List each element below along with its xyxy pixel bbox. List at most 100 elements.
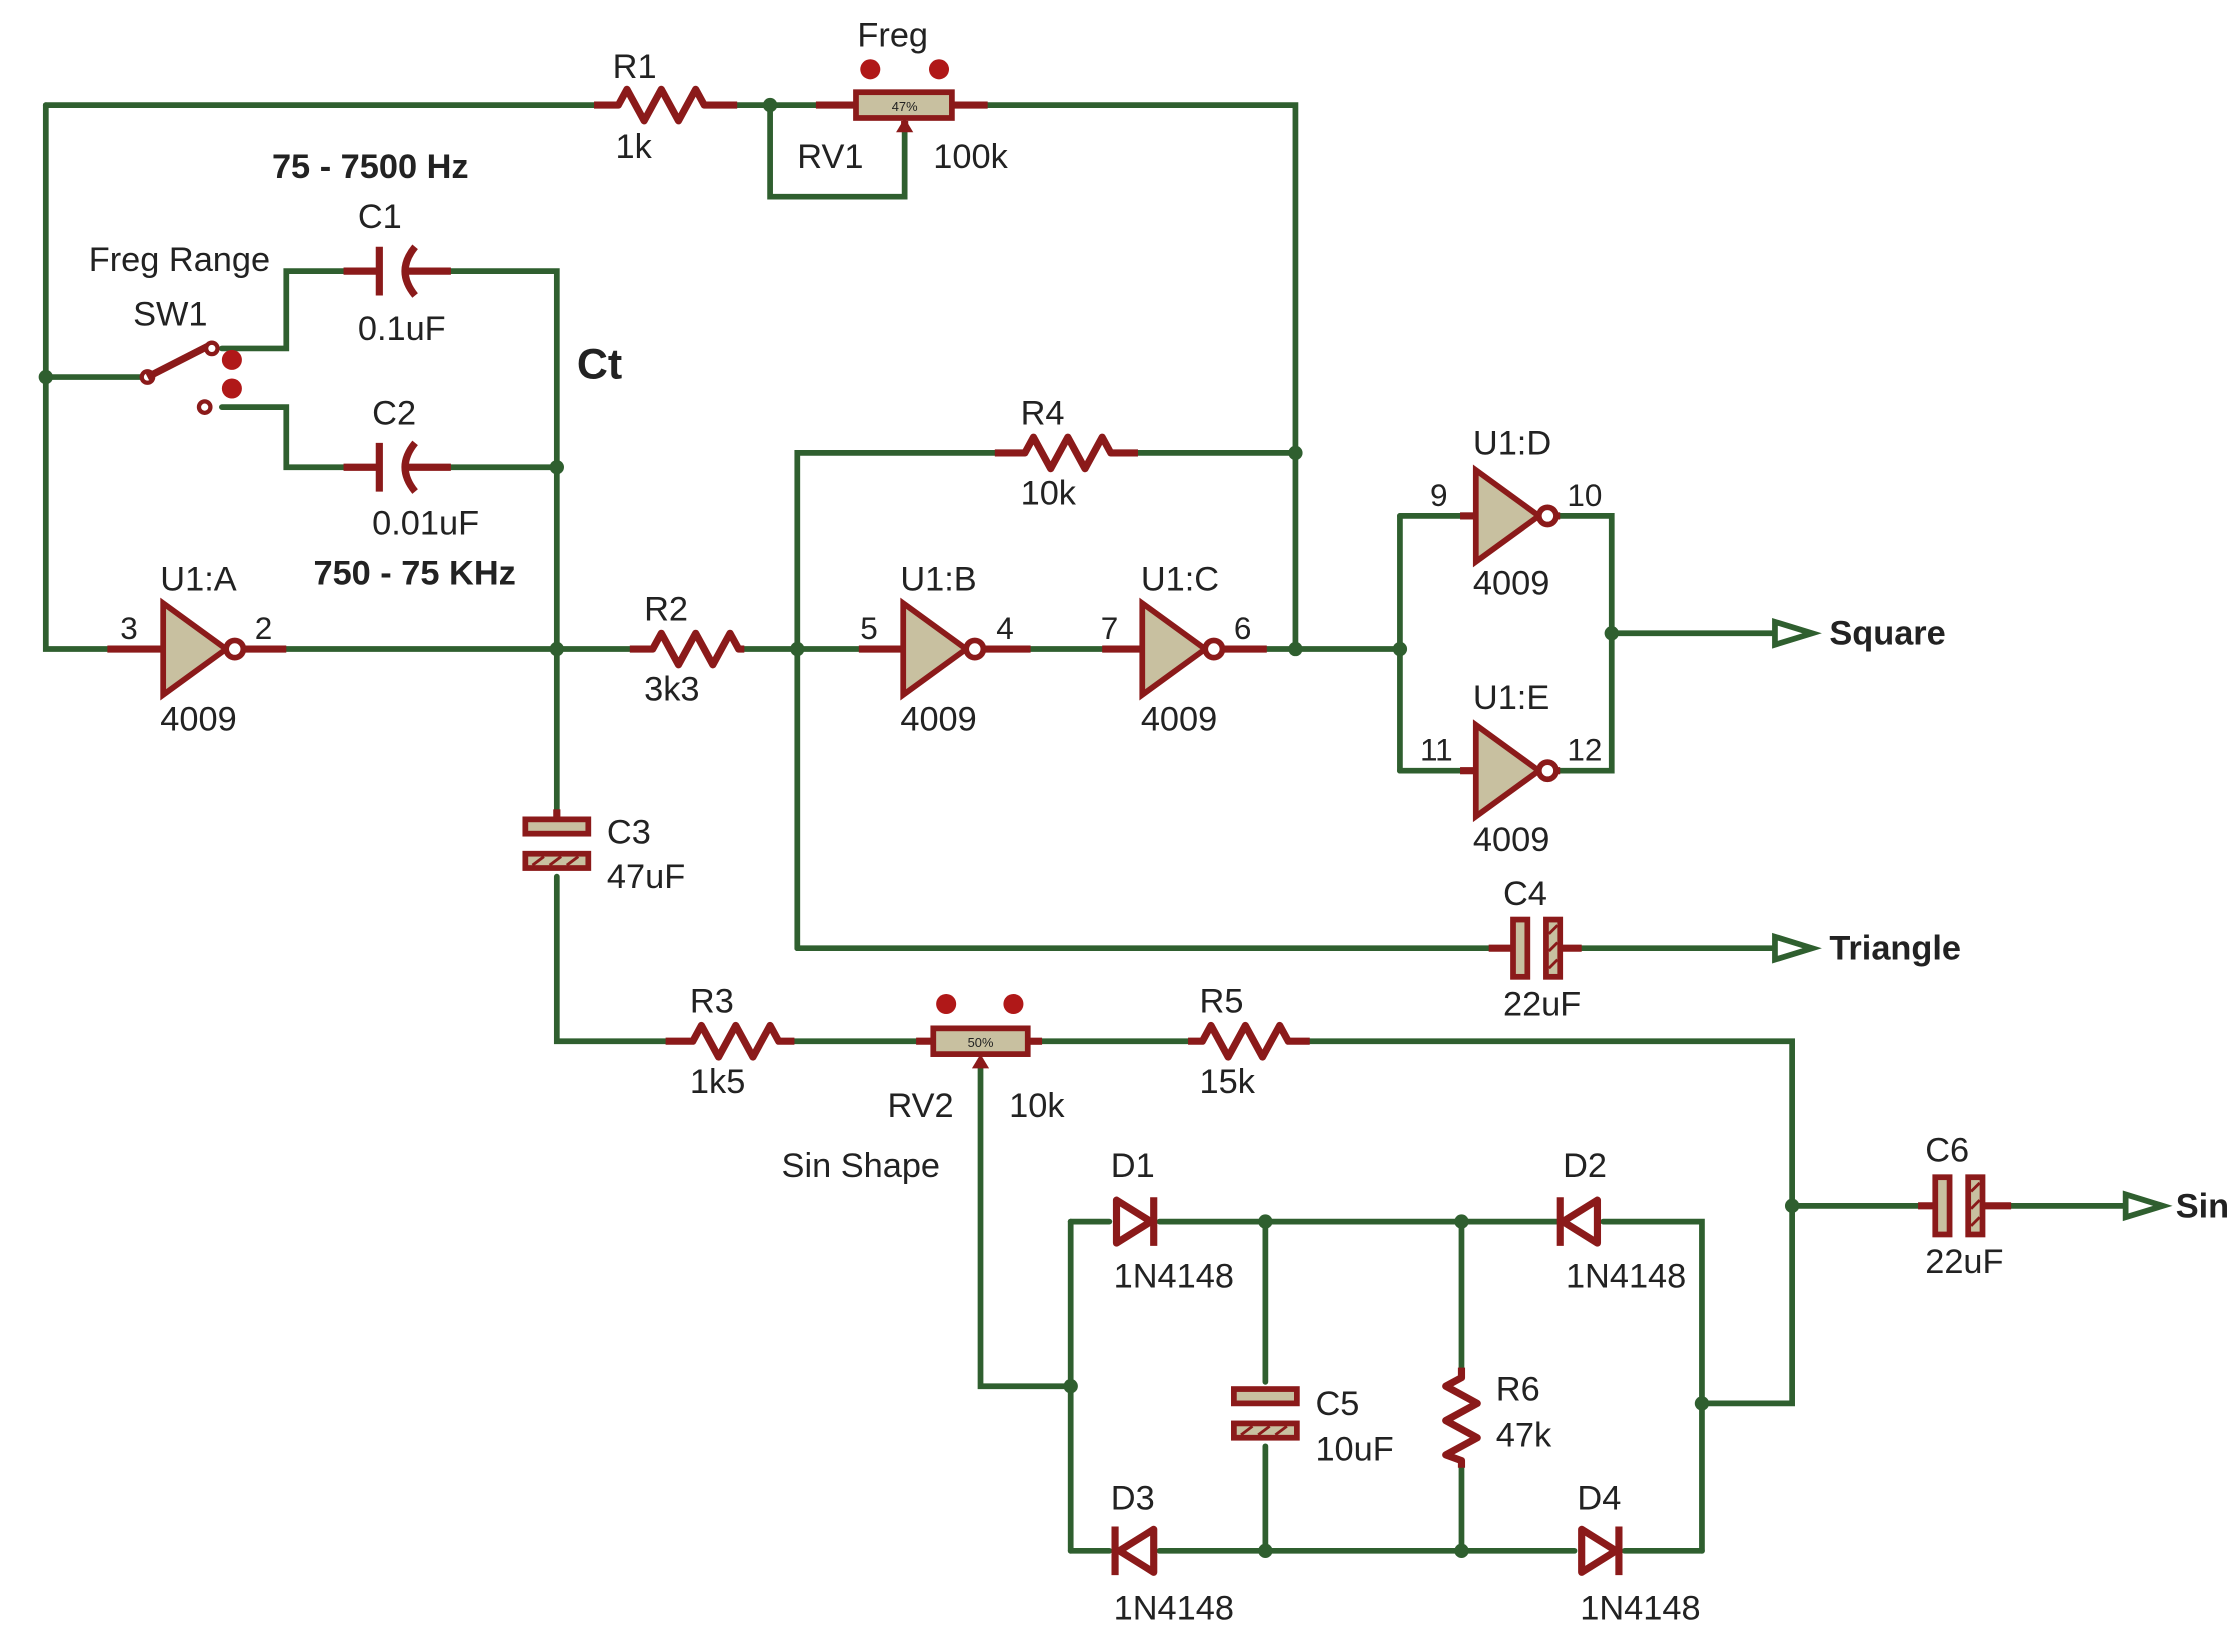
rv2-value: 10k xyxy=(1009,1087,1065,1125)
u1d-pin-out: 10 xyxy=(1567,477,1602,513)
r5-value: 15k xyxy=(1200,1063,1256,1101)
c3-ref: C3 xyxy=(607,814,651,852)
capacitor-c4: C4 22uF xyxy=(1488,875,1582,1023)
inverter-u1c: 7 6 U1:C 4009 xyxy=(1101,560,1267,739)
d3-ref: D3 xyxy=(1111,1479,1155,1517)
output-triangle-label: Triangle xyxy=(1829,930,1961,968)
resistor-r4: R4 10k xyxy=(994,394,1138,512)
c3-value: 47uF xyxy=(607,858,685,896)
rv1-value: 100k xyxy=(933,138,1008,176)
resistor-r6: R6 47k xyxy=(1442,1367,1552,1468)
capacitor-c3: C3 47uF xyxy=(522,809,685,896)
u1e-pin-in: 11 xyxy=(1420,732,1453,768)
sw1-position-up-icon[interactable] xyxy=(221,349,242,370)
u1e-value: 4009 xyxy=(1473,821,1549,859)
u1c-value: 4009 xyxy=(1141,701,1217,739)
d4-ref: D4 xyxy=(1577,1479,1621,1517)
rv2-decrease-icon[interactable] xyxy=(936,993,957,1015)
sw1-name: Freg Range xyxy=(89,241,270,279)
potentiometer-rv1: 47% Freg RV1 100k xyxy=(797,16,1008,176)
inverter-u1e: 11 12 U1:E 4009 xyxy=(1420,679,1602,859)
diode-d4: D4 1N4148 xyxy=(1577,1479,1700,1627)
c2-value: 0.01uF xyxy=(372,505,479,543)
c1-ref: C1 xyxy=(358,198,402,236)
d1-ref: D1 xyxy=(1111,1147,1155,1185)
r6-ref: R6 xyxy=(1496,1371,1540,1409)
sw1-position-down-icon[interactable] xyxy=(221,378,242,399)
range-high-label: 75 - 7500 Hz xyxy=(272,148,469,186)
u1d-value: 4009 xyxy=(1473,565,1549,603)
rv1-decrease-icon[interactable] xyxy=(860,59,881,80)
output-sin: Sin xyxy=(2122,1187,2229,1225)
u1b-value: 4009 xyxy=(900,701,976,739)
r1-ref: R1 xyxy=(613,48,657,86)
c2-ref: C2 xyxy=(372,394,416,432)
resistor-r2: R2 3k3 xyxy=(629,590,745,709)
output-triangle: Triangle xyxy=(1772,930,1961,968)
capacitor-c1: C1 0.1uF xyxy=(343,198,451,348)
resistor-r1: R1 1k xyxy=(594,48,738,166)
d4-value: 1N4148 xyxy=(1580,1590,1700,1628)
junctions xyxy=(38,97,1800,1558)
inverter-u1b: 5 4 U1:B 4009 xyxy=(858,560,1031,739)
rv2-name: Sin Shape xyxy=(782,1147,941,1185)
u1b-ref: U1:B xyxy=(900,560,976,598)
capacitor-c5: C5 10uF xyxy=(1231,1385,1394,1469)
u1a-ref: U1:A xyxy=(160,560,236,598)
capacitor-c2: C2 0.01uF xyxy=(343,394,479,543)
u1c-pin-out: 6 xyxy=(1234,610,1252,646)
u1b-pin-out: 4 xyxy=(996,610,1014,646)
output-sin-label: Sin xyxy=(2176,1187,2229,1225)
r5-ref: R5 xyxy=(1200,983,1244,1021)
rv2-wiper-arrow-icon xyxy=(971,1054,990,1069)
u1a-pin-out: 2 xyxy=(255,610,273,646)
output-square: Square xyxy=(1772,615,1946,653)
rv1-position: 47% xyxy=(892,99,918,114)
u1d-pin-in: 9 xyxy=(1430,477,1448,513)
c1-value: 0.1uF xyxy=(358,310,446,348)
sw1-ref: SW1 xyxy=(133,296,207,334)
inverter-u1d: 9 10 U1:D 4009 xyxy=(1430,424,1602,602)
output-square-label: Square xyxy=(1829,615,1945,653)
rv2-increase-icon[interactable] xyxy=(1003,993,1024,1015)
r2-ref: R2 xyxy=(644,590,688,628)
d1-value: 1N4148 xyxy=(1114,1257,1234,1295)
rv1-name: Freg xyxy=(857,16,928,54)
c4-ref: C4 xyxy=(1503,875,1547,913)
r6-value: 47k xyxy=(1496,1416,1552,1454)
d3-value: 1N4148 xyxy=(1114,1590,1234,1628)
diode-d1: D1 1N4148 xyxy=(1111,1147,1234,1295)
c4-value: 22uF xyxy=(1503,985,1581,1023)
u1e-ref: U1:E xyxy=(1473,679,1549,717)
u1c-ref: U1:C xyxy=(1141,560,1219,598)
rv1-ref: RV1 xyxy=(797,138,863,176)
potentiometer-rv2: 50% RV2 10k Sin Shape xyxy=(782,993,1065,1185)
rv1-increase-icon[interactable] xyxy=(928,59,950,80)
rv2-position: 50% xyxy=(968,1035,994,1050)
rv1-wiper-arrow-icon xyxy=(896,117,914,133)
rv2-ref: RV2 xyxy=(887,1087,953,1125)
u1e-pin-out: 12 xyxy=(1567,732,1602,768)
u1d-ref: U1:D xyxy=(1473,424,1551,462)
d2-ref: D2 xyxy=(1563,1147,1607,1185)
d2-value: 1N4148 xyxy=(1566,1257,1686,1295)
ct-label: Ct xyxy=(577,340,622,388)
resistor-r5: R5 15k xyxy=(1188,983,1310,1101)
diode-d2: D2 1N4148 xyxy=(1556,1147,1686,1295)
c5-value: 10uF xyxy=(1315,1431,1393,1469)
diode-d3: D3 1N4148 xyxy=(1111,1479,1234,1627)
resistor-r3: R3 1k5 xyxy=(665,983,795,1101)
c6-value: 22uF xyxy=(1925,1243,2003,1281)
c6-ref: C6 xyxy=(1925,1131,1969,1169)
u1a-pin-in: 3 xyxy=(120,610,138,646)
switch-sw1[interactable]: Freg Range SW1 xyxy=(89,241,270,415)
r3-value: 1k5 xyxy=(690,1063,745,1101)
inverter-u1a: 3 2 U1:A 4009 xyxy=(107,560,287,739)
u1c-pin-in: 7 xyxy=(1101,610,1119,646)
capacitor-c6: C6 22uF xyxy=(1918,1131,2012,1281)
u1b-pin-in: 5 xyxy=(860,610,878,646)
r4-ref: R4 xyxy=(1021,394,1065,432)
r4-value: 10k xyxy=(1021,474,1077,512)
c5-ref: C5 xyxy=(1315,1385,1359,1423)
